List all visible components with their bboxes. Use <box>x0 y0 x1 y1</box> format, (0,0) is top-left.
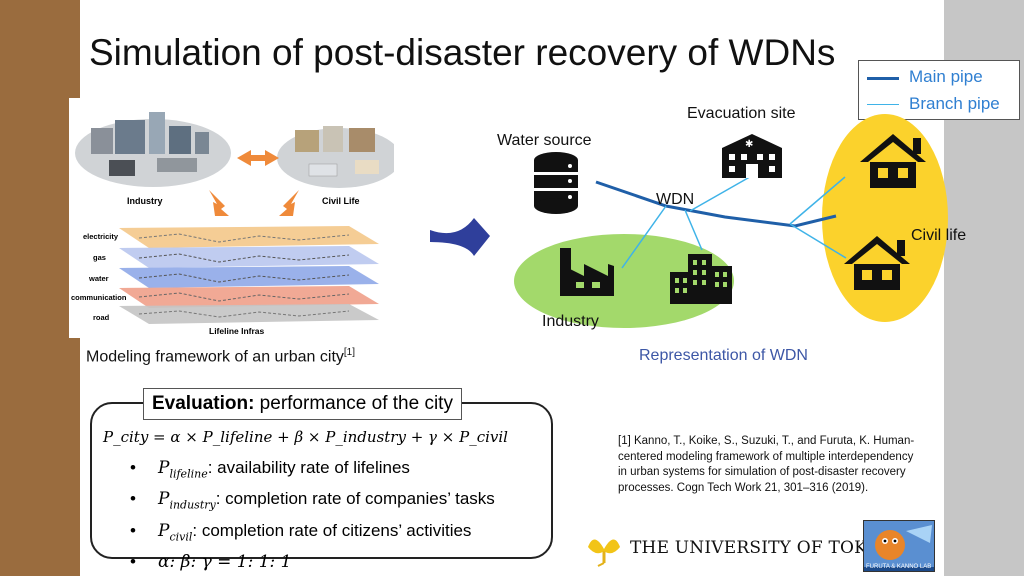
wdn-diagram: ✱ <box>514 114 948 328</box>
bullet-lifeline: Plifeline: availability rate of lifeline… <box>130 455 495 486</box>
mascot-icon <box>864 521 934 567</box>
bullet-lifeline-text: : availability rate of lifelines <box>207 458 410 477</box>
framework-industry-label: Industry <box>127 196 163 206</box>
civil-area <box>822 114 948 322</box>
symbol-p-civil: Pcivil <box>158 520 193 544</box>
framework-caption-ref: [1] <box>343 347 356 358</box>
left-border-strip <box>0 0 80 576</box>
slide-title: Simulation of post-disaster recovery of … <box>89 32 836 73</box>
evaluation-title-rest: performance of the city <box>254 393 453 414</box>
legend-main-pipe-label: Main pipe <box>909 67 983 86</box>
svg-text:✱: ✱ <box>745 139 753 150</box>
water-source-label: Water source <box>497 132 592 149</box>
transition-arrow-icon <box>430 218 490 256</box>
factory-building-icon <box>91 128 113 154</box>
evaluation-title: Evaluation: performance of the city <box>143 388 462 420</box>
factory-icon <box>560 248 614 296</box>
university-name: THE UNIVERSITY OF TOKYO <box>630 538 893 558</box>
main-pipe-line <box>595 180 837 228</box>
arrow-down-left-icon <box>209 190 229 216</box>
evaluation-bullets: Plifeline: availability rate of lifeline… <box>130 455 495 575</box>
school-building-icon: ✱ <box>722 134 782 178</box>
layer-label-communication: communication <box>71 293 127 302</box>
main-pipe-swatch <box>867 77 899 80</box>
reference-text: [1] Kanno, T., Koike, S., Suzuki, T., an… <box>618 435 915 494</box>
ratio-text: α: β: γ = 1: 1: 1 <box>158 552 292 573</box>
wdn-caption: Representation of WDN <box>639 347 808 364</box>
bullet-ratio: α: β: γ = 1: 1: 1 <box>130 549 495 575</box>
symbol-p-lifeline: Plifeline <box>158 458 208 481</box>
framework-caption: Modeling framework of an urban city[1] <box>86 347 355 366</box>
pipe-legend: Main pipe Branch pipe <box>858 60 1020 120</box>
house-icon <box>295 130 319 152</box>
bullet-civil: Pcivil: completion rate of citizens’ act… <box>130 518 495 549</box>
bullet-industry-text: : completion rate of companies’ tasks <box>215 489 495 509</box>
framework-caption-text: Modeling framework of an urban city <box>86 348 344 366</box>
layer-road <box>119 304 379 324</box>
house-icon-top <box>860 134 926 188</box>
layer-label-electricity: electricity <box>83 232 119 241</box>
evaluation-title-bold: Evaluation: <box>152 393 255 414</box>
university-logo: THE UNIVERSITY OF TOKYO <box>584 529 892 567</box>
database-icon <box>534 152 578 214</box>
evaluation-formula: P_city = α × P_lifeline + β × P_industry… <box>103 428 508 446</box>
city-buildings-icon <box>670 254 732 304</box>
ginkgo-leaf-icon <box>588 539 620 567</box>
bullet-civil-text: : completion rate of citizens’ activitie… <box>192 520 472 540</box>
layer-label-gas: gas <box>93 253 106 262</box>
evaluation-formula-text: P_city = α × P_lifeline + β × P_industry… <box>103 428 508 446</box>
civil-life-label: Civil life <box>911 227 967 244</box>
urban-framework-illustration: Industry Civil Life electricity gas wate… <box>69 98 394 338</box>
house-icon-bottom <box>844 236 910 290</box>
layer-label-water: water <box>88 274 109 283</box>
lifeline-infras-label: Lifeline Infras <box>209 326 265 336</box>
legend-branch-pipe: Branch pipe <box>867 94 1017 116</box>
bullet-industry: Pindustry: completion rate of companies’… <box>130 486 495 517</box>
lab-name: FURUTA & KANNO LAB <box>866 564 932 570</box>
layer-label-road: road <box>93 313 110 322</box>
double-arrow-icon <box>237 150 279 166</box>
industry-label: Industry <box>542 313 599 330</box>
wdn-label: WDN <box>656 191 695 208</box>
legend-main-pipe: Main pipe <box>867 67 1017 89</box>
arrow-down-right-icon <box>279 190 299 216</box>
framework-civil-label: Civil Life <box>322 196 360 206</box>
symbol-p-industry: Pindustry <box>158 489 216 512</box>
branch-pipe-line <box>789 176 846 225</box>
legend-branch-pipe-label: Branch pipe <box>909 94 1000 113</box>
evacuation-site-label: Evacuation site <box>687 105 796 122</box>
lab-logo: FURUTA & KANNO LAB <box>863 520 935 572</box>
branch-pipe-swatch <box>867 104 899 105</box>
